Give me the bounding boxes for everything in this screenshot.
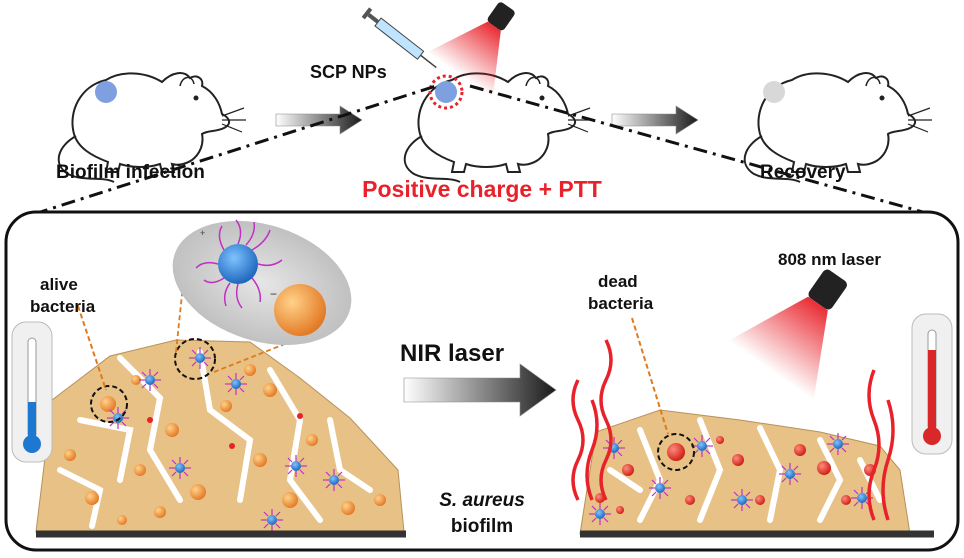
label-recovery: Recovery	[760, 162, 846, 183]
label-scp-nps: SCP NPs	[310, 62, 387, 82]
arrow-1	[275, 105, 363, 135]
charge-plus: +	[200, 228, 205, 238]
heat-waves-left	[571, 339, 613, 501]
rat-treated	[403, 72, 593, 183]
nir-arrow	[403, 363, 557, 417]
charge-minus: −	[270, 287, 277, 301]
headline: Positive charge + PTT	[362, 176, 602, 202]
syringe-icon	[361, 7, 437, 69]
label-dead-1: dead	[598, 272, 638, 291]
dead-pointer	[631, 317, 669, 435]
laser-top-icon	[427, 2, 515, 99]
thermometer-hot-icon	[911, 313, 953, 455]
label-biofilm: biofilm	[451, 516, 513, 537]
label-biofilm-infection: Biofilm infection	[56, 162, 205, 183]
arrow-2	[611, 105, 699, 135]
alive-highlight	[90, 385, 128, 423]
treatment-spot	[435, 81, 457, 103]
dead-highlight	[657, 433, 695, 471]
alive-pointer	[77, 305, 107, 391]
recovery-spot	[763, 81, 785, 103]
rat-infected	[57, 72, 247, 183]
label-dead-2: bacteria	[588, 294, 654, 313]
label-alive-1: alive	[40, 275, 78, 294]
heat-waves-right	[867, 369, 895, 521]
nanoparticle-inset	[195, 219, 283, 309]
thermometer-cold-icon	[11, 321, 53, 463]
label-s-aureus: S. aureus	[439, 490, 525, 511]
laser-panel-icon	[728, 269, 847, 401]
zoom-highlight	[174, 338, 216, 380]
label-808-laser: 808 nm laser	[778, 250, 881, 269]
biofilm-left	[35, 339, 405, 533]
rat-recovered	[743, 72, 933, 183]
zoom-lines	[33, 84, 931, 216]
bacterium-inset: −	[270, 284, 326, 336]
label-nir-laser: NIR laser	[400, 340, 504, 367]
label-alive-2: bacteria	[30, 297, 96, 316]
infection-spot	[95, 81, 117, 103]
target-ring	[428, 74, 464, 110]
